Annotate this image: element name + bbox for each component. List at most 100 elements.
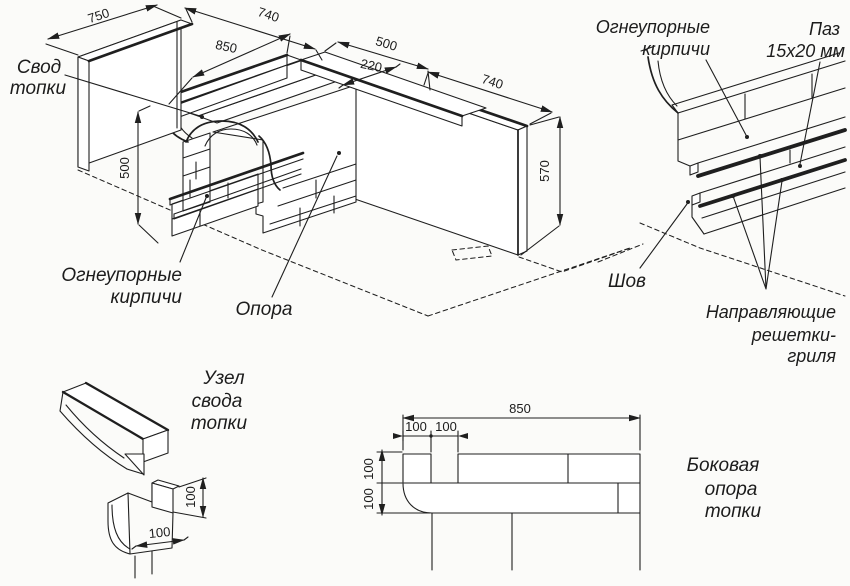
left-wall-top-edge — [87, 22, 194, 63]
corner-corbel-curve — [647, 56, 679, 114]
label-corner-firebrick-line1: Огнеупорные — [596, 17, 710, 37]
dim-line — [184, 7, 316, 50]
leader-dot — [758, 154, 762, 158]
label-corner-firebrick-line2: кирпичи — [642, 39, 710, 59]
groove1 — [696, 128, 847, 178]
leader-dot — [200, 115, 204, 119]
dim-ext — [138, 105, 151, 112]
dim-750-label: 750 — [86, 5, 111, 26]
dim-ext — [395, 63, 401, 68]
corner-lower-course — [701, 171, 846, 219]
main-isometric-drawing: 750 740 850 500 220 — [10, 4, 631, 320]
beam-back-edge — [84, 381, 170, 432]
dim-node-100h-label: 100 — [148, 524, 171, 541]
dim-node-100-horizontal: 100 — [131, 524, 189, 550]
block-inner-curve — [111, 504, 131, 550]
corner-top-edge — [677, 60, 846, 114]
dim-tick-dot — [429, 434, 433, 438]
dim-ext — [520, 225, 560, 256]
corner-dashed-base — [639, 222, 846, 297]
leader-svod-topki — [64, 74, 201, 117]
block-left-face — [107, 492, 131, 555]
dim-850: 850 — [168, 33, 291, 105]
label-guides-line3: гриля — [787, 346, 836, 366]
dim-line — [47, 4, 158, 40]
beam-underside-curve — [59, 410, 128, 470]
dim-750: 750 — [45, 4, 182, 56]
dim-500-left: 500 — [117, 105, 159, 244]
dim-ext — [430, 440, 459, 453]
leader-paz — [799, 61, 821, 165]
beam-top-edge — [61, 390, 145, 441]
leader-dot — [745, 135, 749, 139]
label-shov: Шов — [608, 271, 646, 292]
dim-node-100-vertical: 100 — [172, 477, 207, 519]
beam-underside-inner — [65, 404, 125, 459]
corner-lower-edge — [691, 204, 705, 235]
beam-lip-edge — [126, 468, 144, 475]
label-opora: Опора — [236, 299, 293, 320]
left-pier-course — [182, 148, 211, 159]
dim-220-label: 220 — [359, 56, 383, 75]
dim-ext — [427, 70, 431, 91]
dim-arrow — [393, 433, 403, 439]
corner-bottom-edge — [703, 187, 846, 235]
dim-ext — [183, 536, 189, 541]
dim-ext — [423, 72, 429, 86]
foundation-dashed-right-corner — [518, 247, 631, 273]
left-wall-end-face — [77, 56, 90, 172]
dim-side-100a-label: 100 — [405, 419, 427, 434]
arch-front-curve — [185, 120, 259, 143]
dim-ext — [168, 77, 193, 105]
corner-top-back-edge — [671, 52, 840, 114]
grill-shelf-top-edge — [168, 151, 305, 201]
right-corbel-curve — [258, 135, 281, 191]
dim-220: 220 — [338, 56, 401, 89]
guide-ledge1-end — [689, 162, 699, 176]
dim-ext — [315, 49, 323, 61]
grill-shelf-bottom-edge — [169, 158, 304, 206]
dim-740-right-label: 740 — [480, 71, 505, 92]
label-paz-line1: Паз — [809, 19, 840, 39]
dim-500-top-label: 500 — [374, 33, 399, 54]
corner-groove-detail: Огнеупорные кирпичи Паз 15х20 мм Шов Нап… — [596, 17, 847, 366]
dim-570: 570 — [520, 116, 564, 256]
arch-node-detail: 100 100 Узел свода топки — [59, 368, 248, 579]
dim-side-850-label: 850 — [509, 401, 531, 416]
beam-left-end — [59, 391, 64, 412]
dim-line — [427, 71, 553, 113]
side-support-detail: 850 100 100 100 100 Боковая опора топки — [361, 401, 762, 571]
leader-dot — [337, 151, 341, 155]
dim-ext — [138, 224, 159, 244]
dim-ext — [172, 511, 207, 519]
corner-brick-course — [677, 87, 846, 141]
label-side-line2: опора — [705, 479, 758, 500]
dim-line — [342, 66, 397, 86]
dim-line — [337, 41, 429, 70]
dim-side-100-left: 100 100 — [361, 449, 431, 516]
guide-ledge1-edge — [697, 116, 846, 164]
grill-shelf2-top-edge — [173, 168, 302, 215]
grill-shelf2-bottom-edge — [173, 173, 302, 220]
corner-corbel-top-edge — [640, 45, 656, 52]
right-support-brick-course — [277, 179, 357, 207]
dim-ext — [152, 5, 182, 19]
arch-inner-curve — [204, 128, 258, 147]
label-paz-line2: 15х20 мм — [766, 41, 845, 61]
corner-vertical-edge — [677, 112, 691, 167]
dim-ext — [338, 84, 344, 89]
dim-arrow — [458, 433, 468, 439]
right-wall-end-face — [517, 125, 528, 256]
beam-lip — [124, 453, 145, 476]
leader-dot — [780, 178, 784, 182]
leader-guides — [732, 156, 783, 290]
leader-dot — [731, 194, 735, 198]
leader-shov — [639, 203, 688, 269]
label-side-line3: топки — [705, 501, 762, 522]
dim-ext — [185, 8, 193, 23]
label-guides-line2: решетки- — [751, 325, 836, 345]
dim-node-100v-label: 100 — [183, 486, 198, 508]
dim-740-right: 740 — [423, 71, 553, 125]
groove2 — [698, 158, 847, 208]
